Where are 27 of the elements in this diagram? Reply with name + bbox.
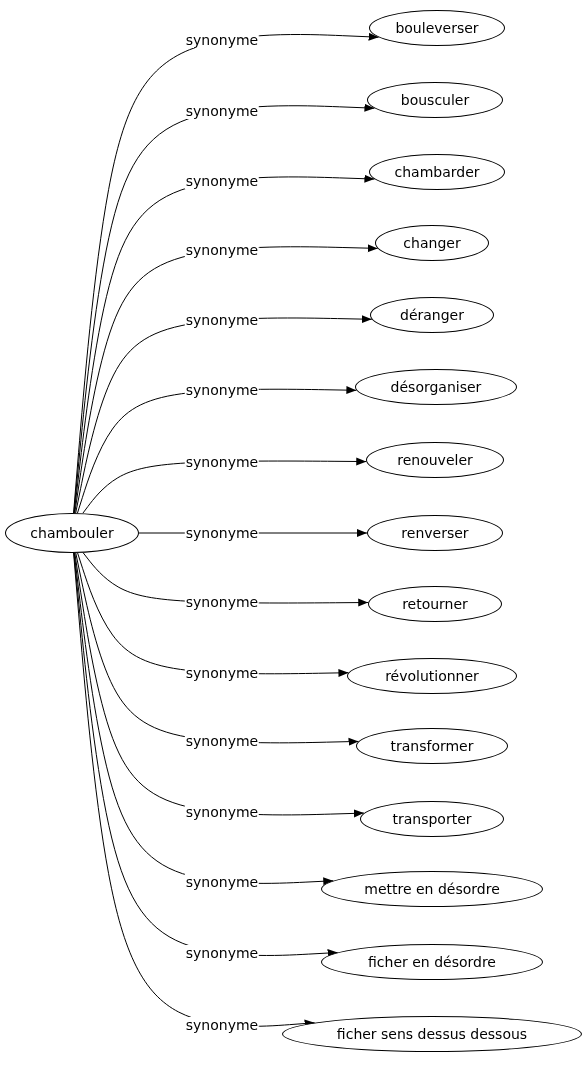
word-text: bousculer bbox=[400, 92, 470, 108]
word-text: déranger bbox=[400, 307, 464, 323]
word-ellipse bbox=[369, 10, 505, 46]
word-text: mettre en désordre bbox=[364, 881, 500, 897]
edge-label: synonyme bbox=[184, 804, 260, 821]
edge-label: synonyme bbox=[184, 1016, 260, 1033]
word-ellipse bbox=[367, 82, 503, 118]
word-text: bouleverser bbox=[395, 20, 479, 36]
word-text: renverser bbox=[401, 525, 469, 541]
word-text: chambarder bbox=[394, 164, 480, 180]
word-text: transformer bbox=[390, 738, 474, 754]
word-text: ficher sens dessus dessous bbox=[336, 1026, 528, 1042]
arrow bbox=[73, 32, 380, 514]
edge-label: synonyme bbox=[184, 873, 260, 890]
word-text: désorganiser bbox=[390, 379, 482, 395]
edge-label: synonyme bbox=[184, 32, 260, 49]
edge-label: synonyme bbox=[184, 733, 260, 750]
word-text: ficher en désordre bbox=[368, 954, 496, 970]
word-text: renouveler bbox=[397, 452, 473, 468]
word-text: changer bbox=[403, 235, 461, 251]
word-text: retourner bbox=[402, 596, 468, 612]
word-text: transporter bbox=[392, 811, 472, 827]
word-text: révolutionner bbox=[385, 668, 479, 684]
edge-label: synonyme bbox=[184, 944, 260, 961]
word-text: chambouler bbox=[30, 525, 114, 541]
arrow bbox=[73, 103, 375, 514]
arrow bbox=[73, 552, 316, 1028]
